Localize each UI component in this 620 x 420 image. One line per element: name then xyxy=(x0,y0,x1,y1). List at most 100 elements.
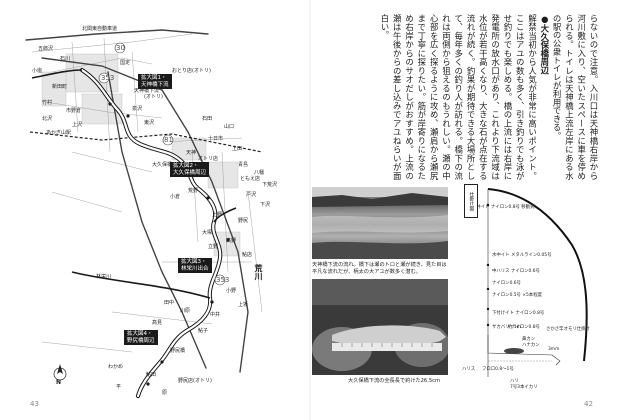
route-number: 353 xyxy=(101,74,115,82)
place-label: 高見 xyxy=(152,320,163,326)
place-label: 鮎田 xyxy=(146,372,157,378)
hook-icon xyxy=(551,354,561,366)
place-label: 石川 xyxy=(60,56,71,62)
article-body: 解禁当初から人気が非常に高いポイント。ここはアユの数も多く、引き釣りでも泳がせ釣… xyxy=(379,14,538,180)
place-label: 国定 xyxy=(120,60,131,66)
line-label: サカバリ ナイロン0.8号 xyxy=(492,325,540,330)
area-box-1: 拡大図1・ 天神橋下流 xyxy=(138,74,172,89)
rod-label: 天井イト ナイロン0.8号 移動式 xyxy=(472,205,535,210)
place-label: 北関東自動車道 xyxy=(82,26,118,32)
river-name: 荒川 xyxy=(254,264,263,280)
area-box-4: 拡大図4・ 野尻橋周辺 xyxy=(124,330,158,345)
place-label: 中井 xyxy=(210,312,221,318)
place-label: 戸沢 xyxy=(246,192,257,198)
route-shield xyxy=(162,134,174,146)
place-label: 東沢 xyxy=(144,120,155,126)
place-label: (オトリ) xyxy=(144,94,163,100)
fish-shape xyxy=(332,325,446,347)
map-marker xyxy=(206,196,210,200)
place-label: 野尻 xyxy=(238,218,249,224)
place-label: 鮎子 xyxy=(198,328,209,334)
fishing-rod xyxy=(487,188,588,362)
page-number-left: 43 xyxy=(30,400,39,408)
place-label: 川原 xyxy=(180,308,191,314)
town-block xyxy=(41,71,67,107)
area-box-2: 拡大図2・ 大久保橋周辺 xyxy=(170,162,210,177)
line-label: 水中イト メタルライン0.05号 xyxy=(492,253,552,258)
line-label: ナイロン0.5号 ×5本程度 xyxy=(492,293,542,298)
hook-label: ハリス xyxy=(462,367,476,372)
place-label: 北沢 xyxy=(42,116,53,122)
route-353 xyxy=(41,57,249,373)
hook-label: ハリ xyxy=(510,379,519,384)
map-marker xyxy=(126,114,130,118)
line-label: 下付けイト ナイロン0.8号 xyxy=(492,311,545,316)
route-shield xyxy=(98,72,110,84)
dimension-label: 約 1m xyxy=(508,325,521,330)
place-label: 新田町 xyxy=(52,84,68,90)
place-label: 小倉 xyxy=(170,194,181,200)
place-label: 天神 xyxy=(186,150,197,156)
expressway xyxy=(25,29,209,41)
place-label: 上沢 xyxy=(72,122,83,128)
hook-label: フロロ0.8〜1号 xyxy=(482,367,514,372)
river-map: 353 81 353 30 拡大図1・ 天神橋下流 拡大図2・ 大久保橋周辺 拡… xyxy=(12,12,298,404)
place-label: ともえ店 xyxy=(240,176,261,182)
article-text: らないので注意。入川口は天神橋右岸から河川敷に入り、空いたスペースに車を停められ… xyxy=(346,14,600,180)
place-label: 十日市 xyxy=(208,136,224,142)
place-label: 野尻店(オトリ) xyxy=(178,378,212,384)
place-label: 五郎沢 xyxy=(38,46,54,52)
place-label: 林栄川 xyxy=(96,274,112,280)
map-svg xyxy=(25,29,263,399)
route-number: 353 xyxy=(216,276,230,284)
line-label: ナイロン0.6号 xyxy=(492,281,521,286)
place-label: 山口 xyxy=(224,124,235,130)
misc-label: さかさ竿オモリ仕掛け xyxy=(546,327,590,332)
map-marker xyxy=(210,300,214,304)
article-intro: らないので注意。入川口は天神橋右岸から河川敷に入り、空いたスペースに車を停められ… xyxy=(552,14,599,180)
place-label: オトリ店 xyxy=(198,156,219,162)
place-label: 石田 xyxy=(202,116,213,122)
hook-label: ハナカン xyxy=(522,343,540,348)
hook-label: 7号3本イカリ xyxy=(510,385,538,390)
place-label: 上田 xyxy=(232,146,243,152)
fish-photo xyxy=(312,279,448,375)
diagram-title: 仕掛け図 xyxy=(464,184,478,218)
tackle-diagram: 天井イト ナイロン0.8号 移動式 水中イト メタルライン0.05号 中ハリス … xyxy=(452,185,602,400)
route-number: 30 xyxy=(116,44,125,52)
place-label: わかめ xyxy=(108,364,124,370)
place-label: 原 xyxy=(162,390,168,396)
place-label: 上坂 xyxy=(238,302,249,308)
place-label: 竹村 xyxy=(42,100,53,106)
place-label: 野尻橋 xyxy=(170,348,186,354)
decoy-fish xyxy=(504,348,524,354)
page-number-right: 42 xyxy=(584,400,593,408)
line-label: 中ハリス ナイロン0.6号 xyxy=(492,269,540,274)
place-label: 小野 xyxy=(226,288,237,294)
place-label: 泉沢 xyxy=(132,106,143,112)
area-box-3: 拡大図3・ 林栄川出合 xyxy=(178,258,212,273)
map-marker xyxy=(108,102,112,106)
map-marker xyxy=(226,238,230,242)
place-label: 大久保橋 xyxy=(152,162,173,168)
place-label: 天神橋下流 xyxy=(134,88,160,94)
place-label: 下沢 xyxy=(260,202,271,208)
route-shield xyxy=(214,274,226,286)
place-label: 下荒沢 xyxy=(262,182,278,188)
place-label: 小塩 xyxy=(32,68,43,74)
place-label: 八幡 xyxy=(254,170,265,176)
map-marker xyxy=(160,360,164,364)
place-label: 青島 xyxy=(238,162,249,168)
place-label: 鮎店 xyxy=(242,252,253,258)
route-shield xyxy=(114,42,126,54)
north-arrow xyxy=(53,364,67,381)
place-label: あかぎ山駅 xyxy=(46,130,72,136)
place-label: 市野倉 xyxy=(66,108,82,114)
place-label: 上野 xyxy=(212,212,223,218)
route-number: 81 xyxy=(164,136,173,144)
page-gutter xyxy=(309,0,311,420)
map-marker xyxy=(146,382,150,386)
river-photo-caption: 天神橋下流の流れ。橋下は瀬のトロと瀬が続き、見た目は平凡な流れだが、柄太の大アユ… xyxy=(312,262,447,276)
hook-label: 3mm xyxy=(548,347,560,352)
